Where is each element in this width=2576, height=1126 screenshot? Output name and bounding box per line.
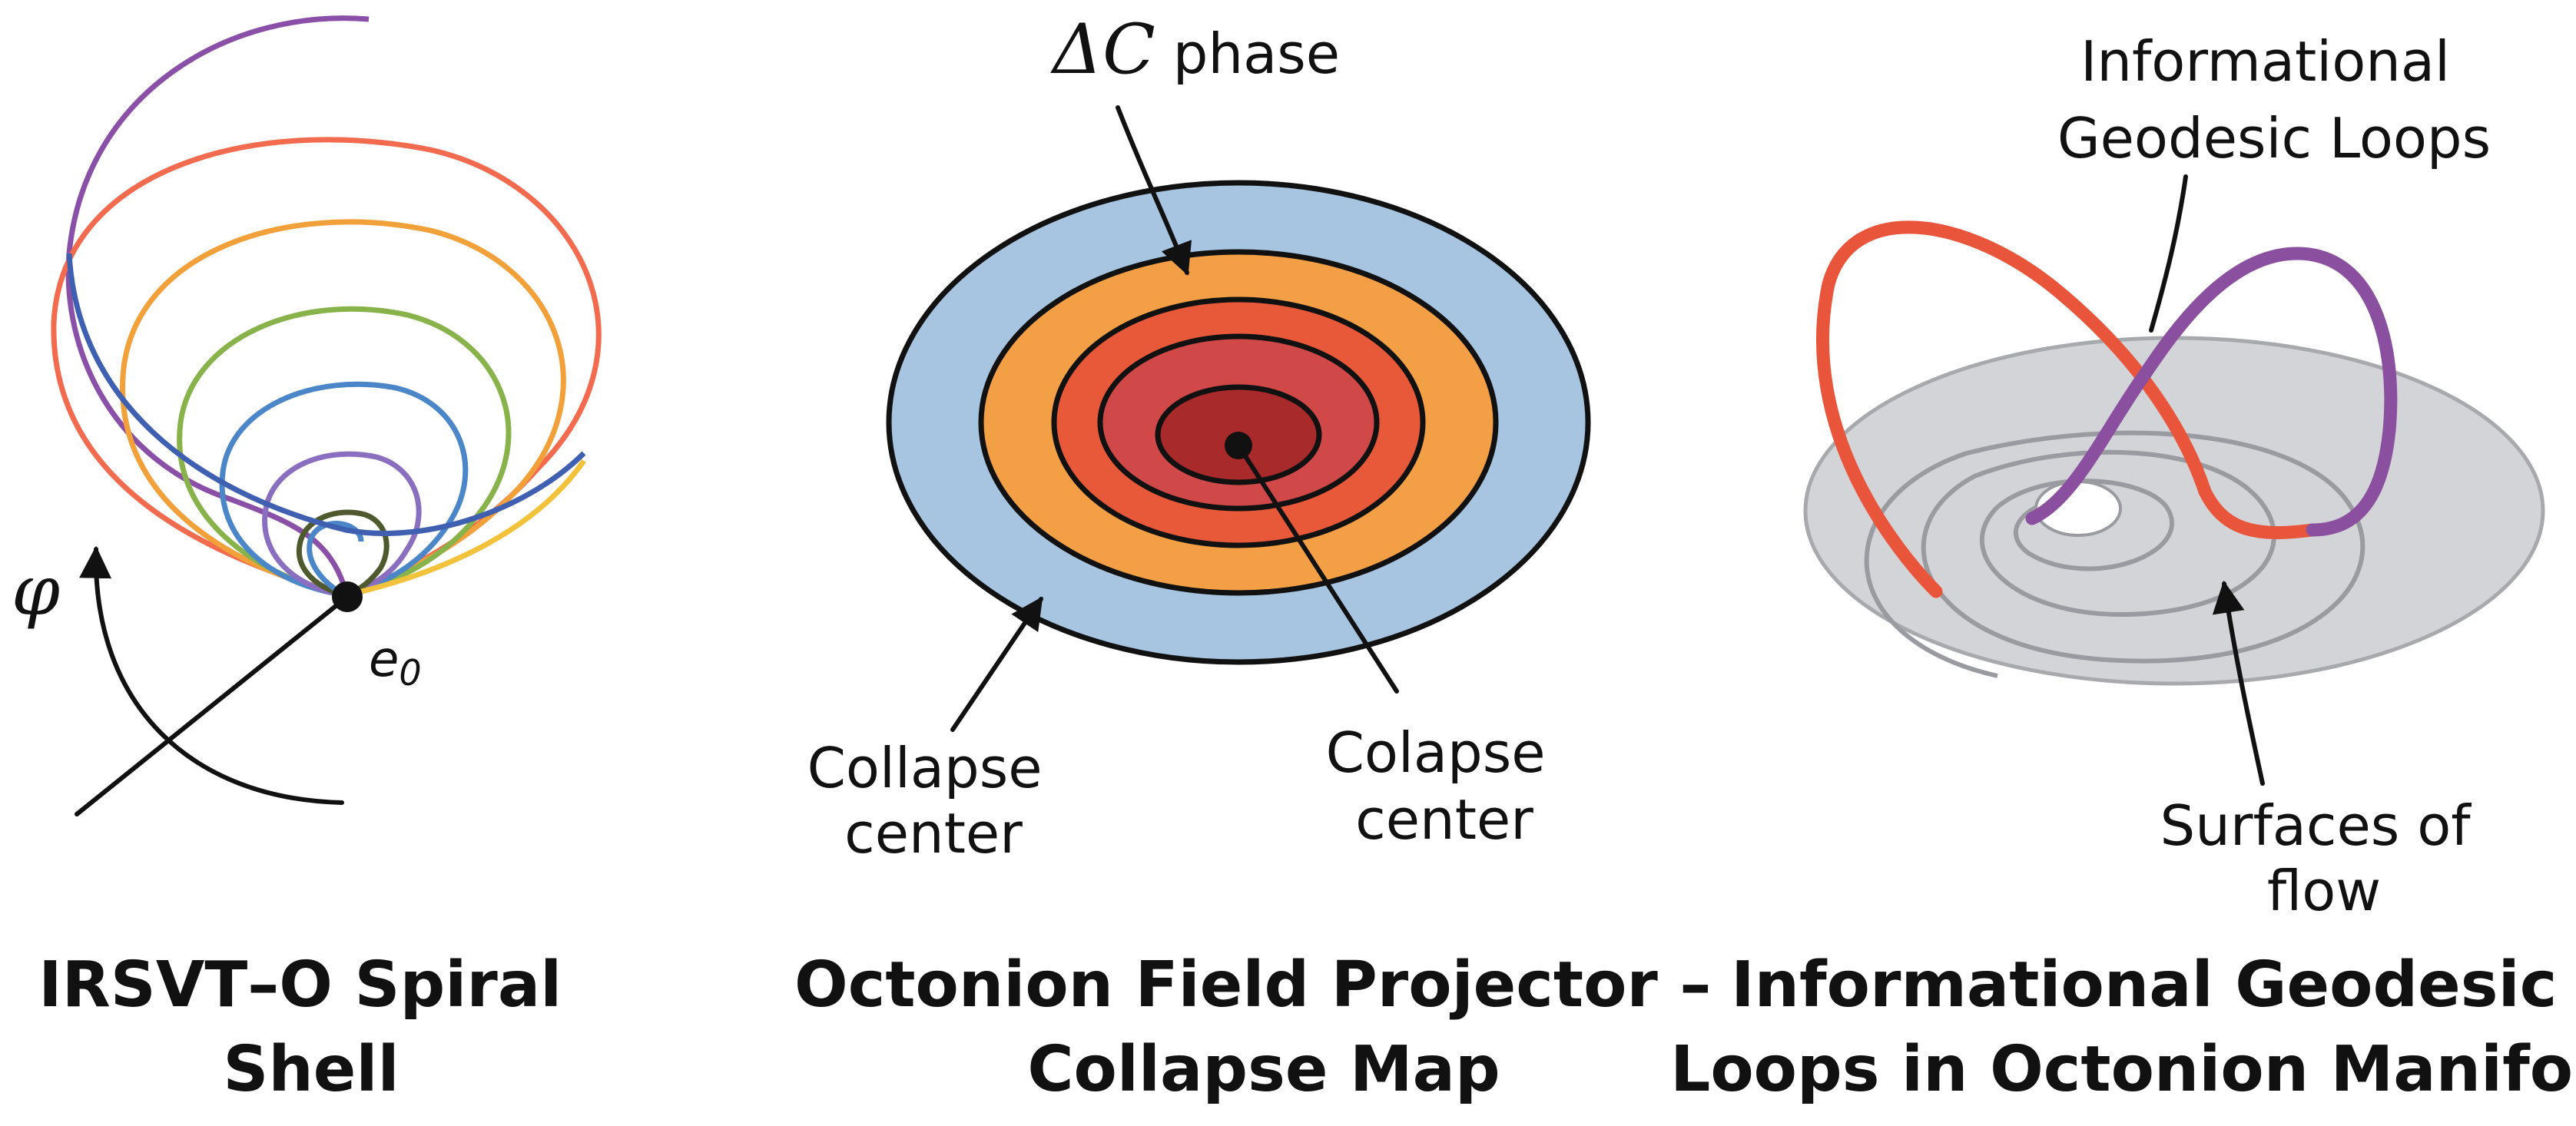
spiral-ring-6 xyxy=(296,509,390,598)
collapse-bands xyxy=(886,180,1591,665)
right-collapse-label: Colapse center xyxy=(1326,720,1563,852)
spiral-ring-4 xyxy=(219,381,469,598)
spiral-inner-hook xyxy=(307,521,364,598)
spiral-front-arc-blue xyxy=(66,253,586,536)
geodesic-loops-panel: Informational Geodesic Loops Surfaces of… xyxy=(1670,29,2576,1106)
spiral-rings xyxy=(51,15,602,598)
left-collapse-label: Collapse center xyxy=(807,736,1060,866)
geodesic-loops xyxy=(1815,220,2398,598)
left-collapse-arrow xyxy=(950,596,1043,732)
manifold-disk xyxy=(1803,336,2545,686)
geodesic-loop-red xyxy=(1815,220,2319,598)
spiral-shell-title: IRSVT–O Spiral Shell xyxy=(38,949,584,1106)
phi-rotation-arrow xyxy=(79,545,344,805)
spiral-ring-3 xyxy=(177,306,512,598)
spiral-tail xyxy=(65,15,370,592)
collapse-map-panel: ΔC phase Collapse center Colapse center … xyxy=(794,9,1733,1106)
projection-axis xyxy=(75,594,350,816)
loops-pointer xyxy=(2149,174,2188,333)
geodesic-loops-title: Informational Geodesic Loops in Octonion… xyxy=(1670,949,2576,1106)
spiral-ring-5 xyxy=(262,451,422,598)
collapse-map-title: Octonion Field Projector – Collapse Map xyxy=(794,949,1733,1106)
geodesic-loop-purple xyxy=(2025,247,2398,537)
e0-label: e0 xyxy=(369,631,422,694)
surfaces-pointer xyxy=(2212,580,2265,786)
spiral-front-arc-yellow xyxy=(345,459,586,598)
delta-c-arrow xyxy=(1116,105,1192,276)
loops-label: Informational Geodesic Loops xyxy=(2057,29,2491,171)
delta-c-phase-label: ΔC phase xyxy=(1050,9,1340,90)
right-collapse-pointer xyxy=(1236,443,1399,694)
phi-label: φ xyxy=(12,551,60,631)
surfaces-label: Surfaces of flow xyxy=(2160,793,2488,923)
origin-point xyxy=(332,581,363,612)
spiral-shell-panel: φ e0 IRSVT–O Spiral Shell xyxy=(12,15,602,1106)
